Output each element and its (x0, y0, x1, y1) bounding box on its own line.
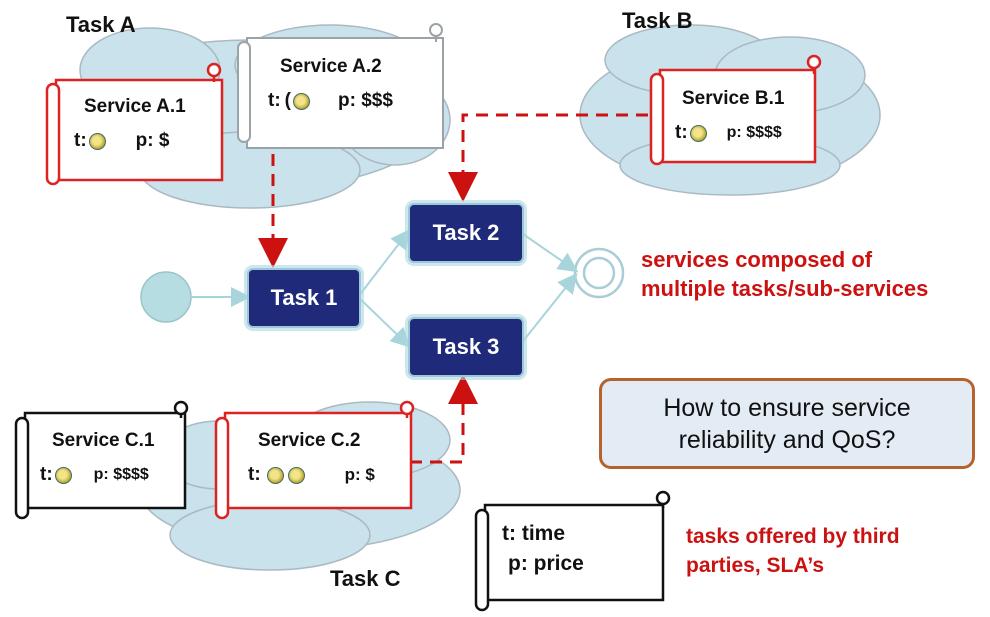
flow-lines (191, 228, 579, 348)
service-a1-name: Service A.1 (84, 96, 186, 117)
scroll-service-c2 (214, 400, 415, 520)
service-a2-attrs: t: ( p: $$$ (268, 90, 393, 111)
legend-text: t: time p: price (502, 519, 584, 579)
service-b1-attrs: t: p: $$$$ (675, 122, 782, 144)
legend-price: p: price (508, 552, 584, 575)
question-line1: How to ensure service (663, 393, 911, 422)
service-c2-time-label: t: (248, 464, 261, 485)
service-a1-price: p: $ (135, 130, 170, 151)
scroll-legend (474, 490, 671, 612)
scroll-service-a2 (237, 23, 444, 149)
service-c2-name: Service C.2 (258, 430, 361, 451)
task-2-node: Task 2 (408, 203, 524, 263)
service-b1-price: p: $$$$ (726, 124, 782, 141)
service-c2-attrs: t: p: $ (248, 464, 375, 486)
clock-icon (287, 466, 305, 484)
service-c2-price: p: $ (344, 465, 375, 484)
clock-icon (88, 132, 106, 150)
service-a1-time-label: t: (74, 130, 87, 151)
service-a2-time-label: t: (268, 90, 281, 111)
task-a-label: Task A (66, 12, 136, 37)
service-a2-name: Service A.2 (280, 56, 382, 77)
task-1-node: Task 1 (247, 268, 361, 328)
question-box: How to ensure service reliability and Qo… (599, 378, 975, 469)
task-b-label: Task B (622, 8, 693, 33)
scroll-service-b1 (649, 54, 822, 166)
task-3-node: Task 3 (408, 317, 524, 377)
clock-icon (292, 92, 310, 110)
third-parties-note: tasks offered by third parties, SLA’s (686, 522, 900, 580)
legend-time: t: time (502, 522, 565, 545)
scroll-service-c1 (14, 400, 189, 520)
question-line2: reliability and QoS? (678, 425, 896, 454)
scroll-service-a1 (45, 62, 224, 186)
third-parties-line2: parties, SLA’s (686, 554, 825, 577)
service-c1-name: Service C.1 (52, 430, 155, 451)
service-c1-time-label: t: (40, 464, 53, 485)
services-composed-note: services composed of multiple tasks/sub-… (641, 245, 928, 303)
clock-icon (689, 124, 707, 142)
task-c-label: Task C (330, 566, 401, 591)
services-composed-line2: multiple tasks/sub-services (641, 276, 929, 301)
service-c1-attrs: t: p: $$$$ (40, 464, 149, 486)
start-node (140, 271, 192, 323)
service-c1-price: p: $$$$ (93, 466, 149, 483)
third-parties-line1: tasks offered by third (686, 525, 900, 548)
end-node (573, 247, 625, 299)
service-b1-time-label: t: (675, 122, 688, 143)
services-composed-line1: services composed of (641, 247, 873, 272)
service-a1-attrs: t: p: $ (74, 130, 169, 152)
service-a2-price: p: $$$ (337, 90, 393, 111)
clock-icon (266, 466, 284, 484)
clock-icon (54, 466, 72, 484)
service-b1-name: Service B.1 (682, 88, 785, 109)
